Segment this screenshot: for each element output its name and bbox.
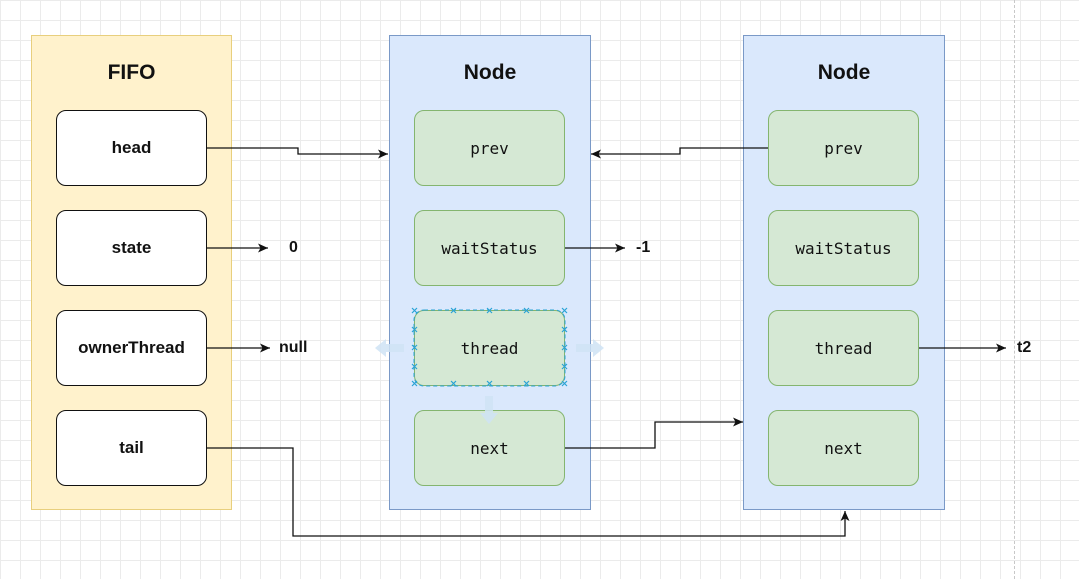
node1-next-to-node2-connector[interactable] bbox=[565, 417, 743, 449]
node-2-thread-field[interactable]: thread bbox=[768, 310, 919, 386]
page-divider bbox=[1014, 0, 1015, 579]
node-2-container[interactable]: Node prev waitStatus thread next bbox=[743, 35, 945, 510]
owner-thread-value: null bbox=[279, 339, 308, 356]
wait-status-value: -1 bbox=[636, 239, 651, 256]
node-2-wait-status-field[interactable]: waitStatus bbox=[768, 210, 919, 286]
head-to-node1-prev-connector[interactable] bbox=[206, 147, 388, 159]
selection-handles[interactable] bbox=[411, 307, 568, 387]
node-1-prev-field[interactable]: prev bbox=[414, 110, 565, 186]
state-value: 0 bbox=[289, 239, 298, 256]
fifo-tail-field[interactable]: tail bbox=[56, 410, 207, 486]
node-1-wait-status-field[interactable]: waitStatus bbox=[414, 210, 565, 286]
node-1-container[interactable]: Node prev waitStatus thread next bbox=[389, 35, 591, 510]
fifo-container[interactable]: FIFO head state ownerThread tail bbox=[31, 35, 232, 510]
node-2-prev-field[interactable]: prev bbox=[768, 110, 919, 186]
node2-prev-to-node1-connector[interactable] bbox=[591, 147, 768, 159]
tail-to-node2-connector[interactable] bbox=[206, 447, 850, 537]
thread-value: t2 bbox=[1017, 339, 1032, 356]
fifo-state-field[interactable]: state bbox=[56, 210, 207, 286]
node-2-next-field[interactable]: next bbox=[768, 410, 919, 486]
arrow-left-icon[interactable] bbox=[375, 339, 404, 357]
node-2-title: Node bbox=[817, 61, 871, 84]
selection-outline bbox=[413, 309, 566, 387]
node-1-title: Node bbox=[463, 61, 517, 84]
arrow-right-icon[interactable] bbox=[576, 339, 604, 357]
fifo-title: FIFO bbox=[107, 61, 156, 84]
fifo-head-field[interactable]: head bbox=[56, 110, 207, 186]
arrow-down-icon[interactable] bbox=[480, 396, 498, 424]
